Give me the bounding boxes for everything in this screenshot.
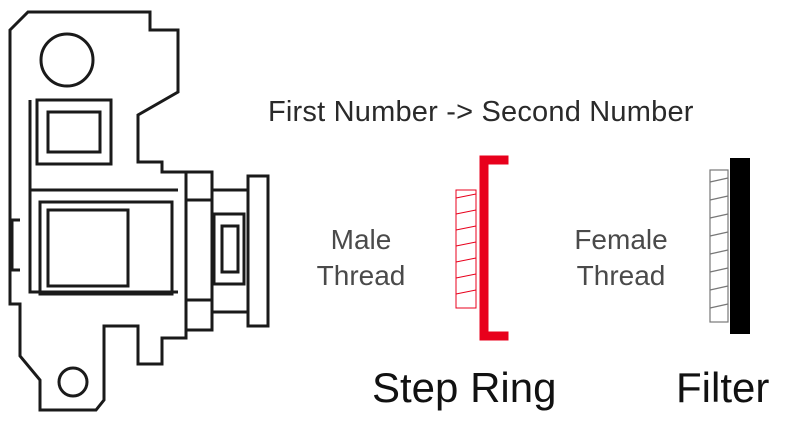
female-thread-label: Female Thread	[556, 222, 686, 294]
camera-outline-icon	[8, 10, 270, 412]
heading-text: First Number -> Second Number	[268, 96, 694, 128]
male-thread-label: Male Thread	[306, 222, 416, 294]
male-thread-line2: Thread	[316, 260, 406, 291]
filter-caption: Filter	[676, 364, 770, 411]
female-thread-line1: Female	[574, 224, 668, 255]
step-ring-icon	[455, 155, 509, 341]
female-thread-line2: Thread	[576, 260, 666, 291]
filter-icon	[709, 158, 750, 334]
step-ring-caption: Step Ring	[372, 364, 557, 411]
male-thread-line1: Male	[330, 224, 392, 255]
